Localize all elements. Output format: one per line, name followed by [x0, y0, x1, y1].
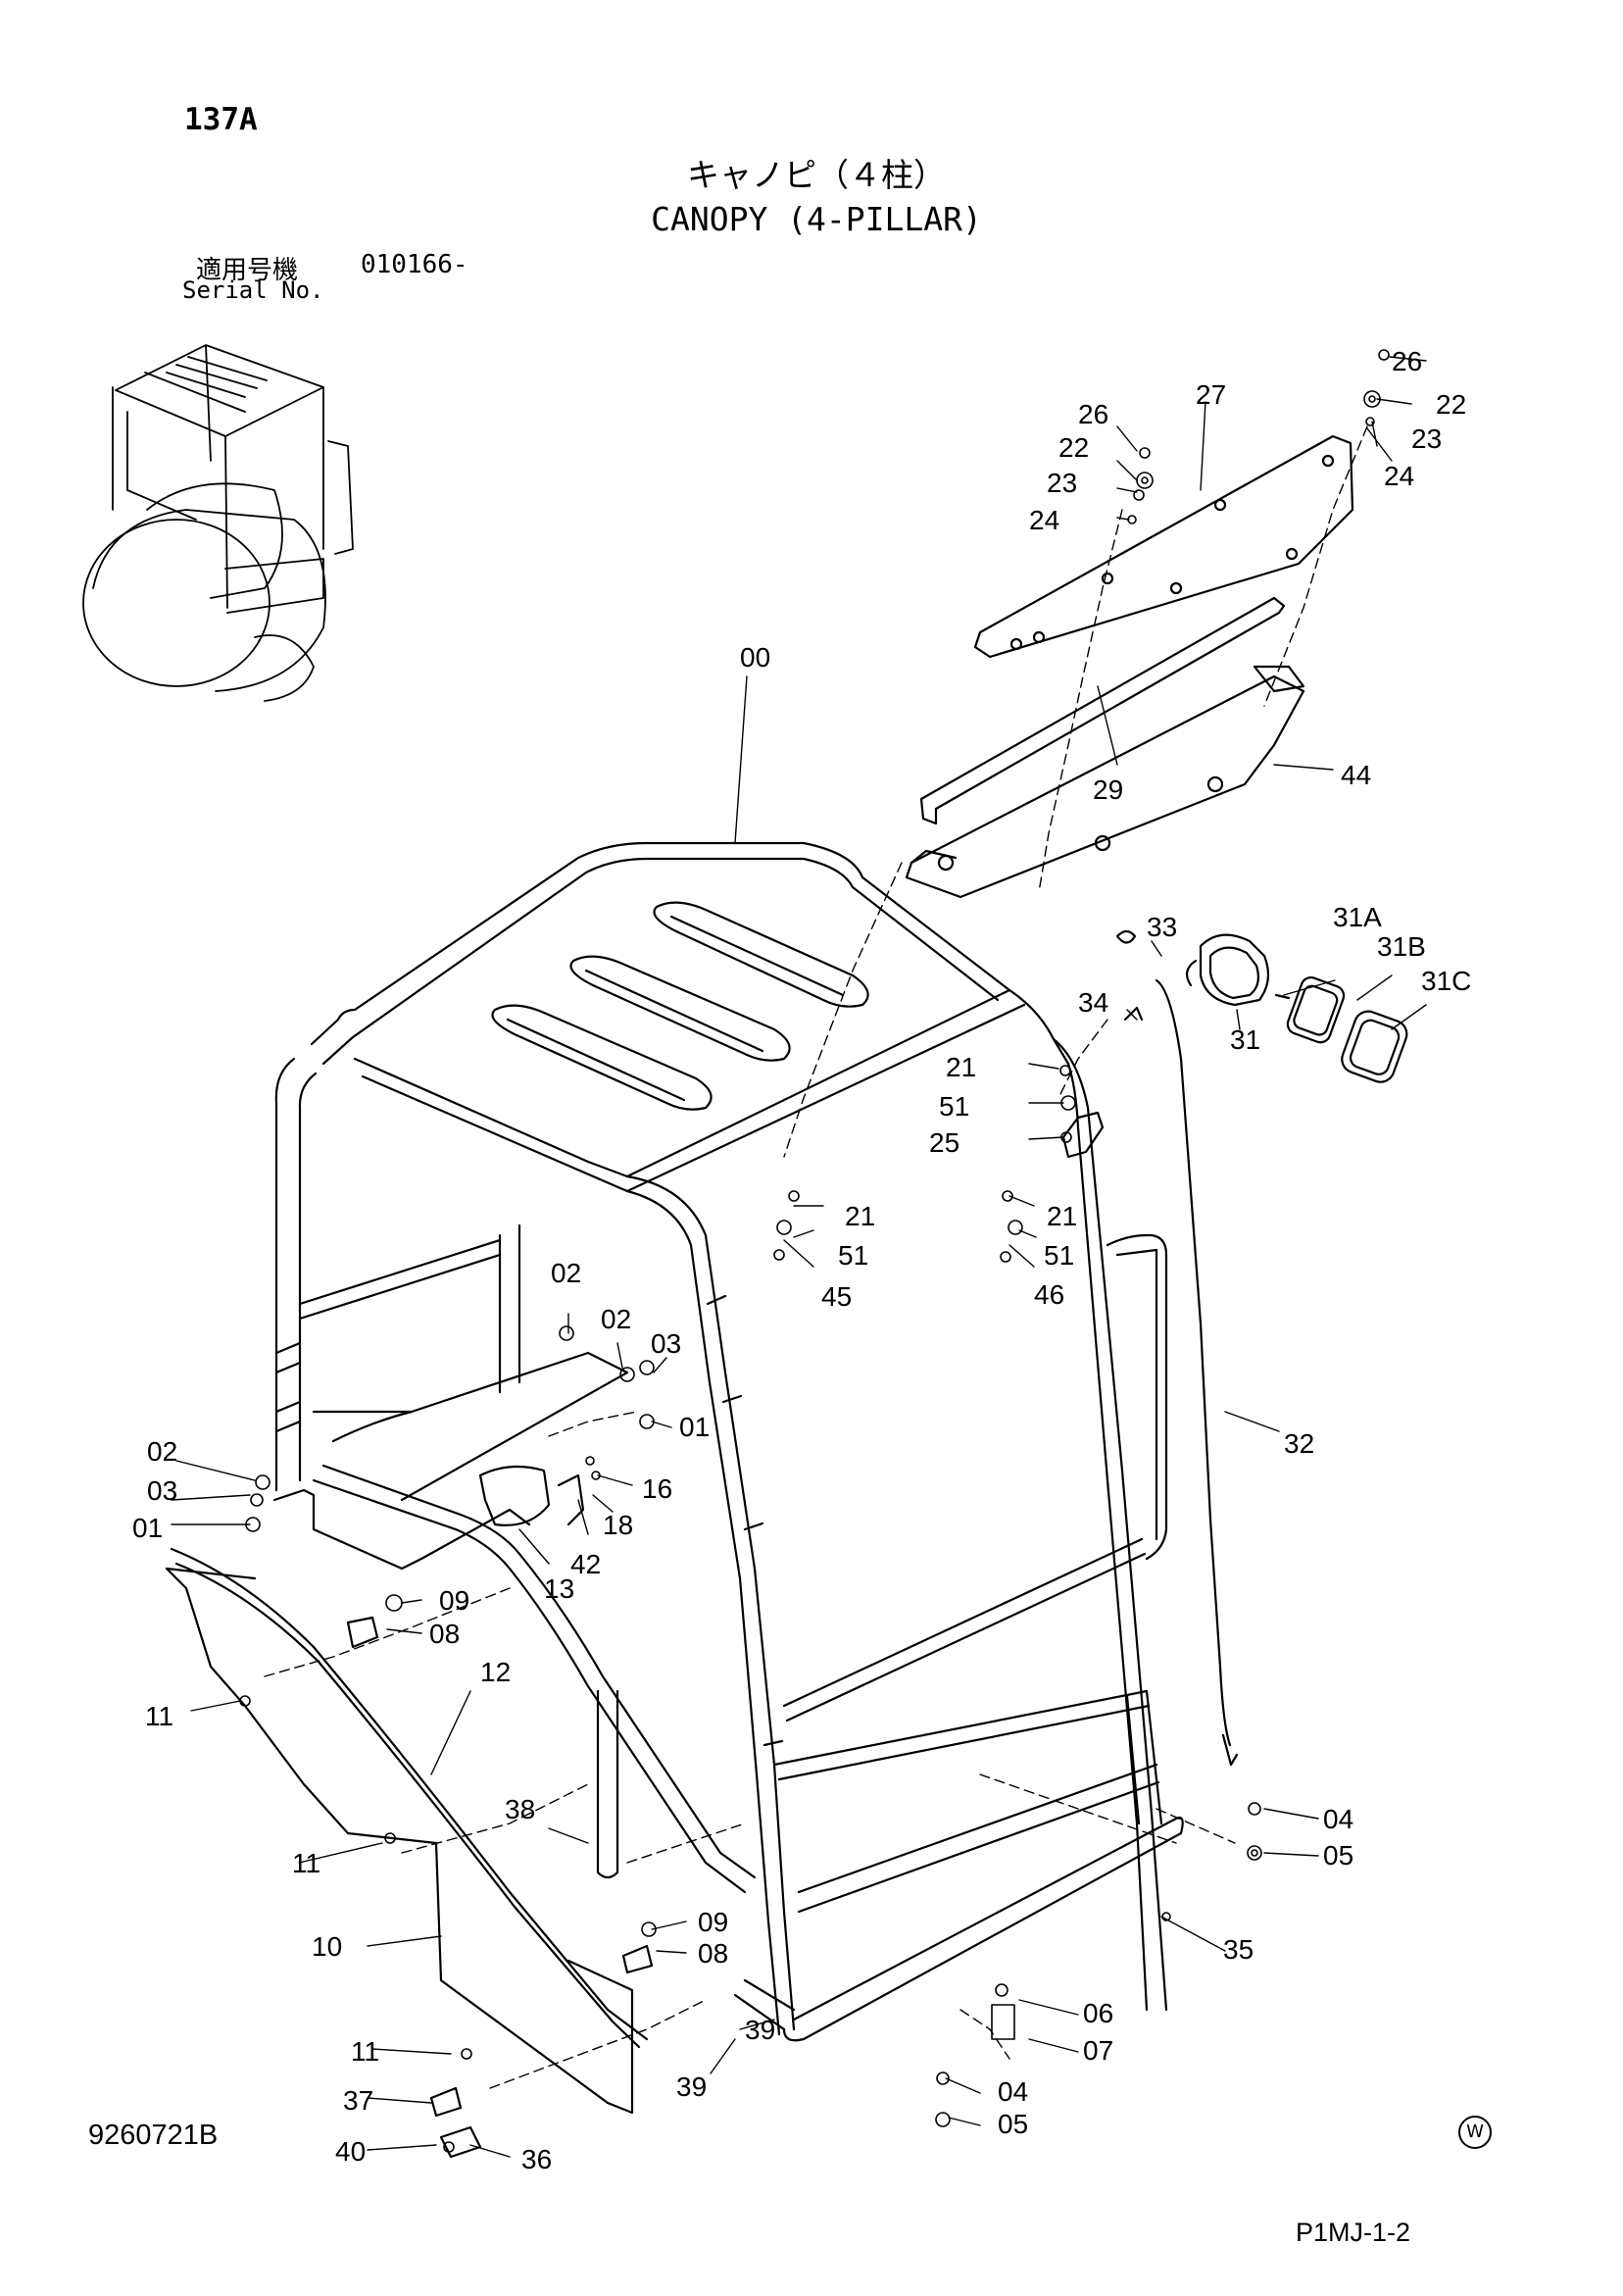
part-label: 21 [946, 1052, 976, 1082]
part-label: 38 [505, 1794, 535, 1824]
title-japanese: キャノピ（４柱） [687, 156, 946, 194]
part-label: 05 [998, 2109, 1028, 2139]
part-label: 46 [1034, 1279, 1064, 1310]
serial-label-english: Serial No. [182, 276, 324, 304]
part-label: 18 [603, 1510, 633, 1540]
title-english: CANOPY (4-PILLAR) [651, 200, 982, 238]
work-light [1061, 929, 1408, 1767]
part-label: 21 [1047, 1201, 1077, 1231]
part-label: 02 [147, 1436, 177, 1467]
fasteners [239, 349, 1390, 2153]
page-code: 137A [184, 102, 258, 137]
part-label: 01 [132, 1513, 163, 1543]
part-label: 45 [821, 1281, 852, 1312]
part-label: 11 [145, 1701, 173, 1731]
part-label: 24 [1384, 461, 1414, 491]
part-label: 31 [1230, 1024, 1260, 1055]
part-label: 51 [1044, 1240, 1074, 1271]
part-label: 23 [1047, 468, 1077, 498]
part-label: 34 [1078, 987, 1108, 1018]
part-label: 42 [570, 1549, 601, 1579]
part-label: 23 [1411, 424, 1442, 454]
part-label: 07 [1083, 2035, 1113, 2066]
part-label: 10 [312, 1931, 342, 1962]
roof-cover-assembly [905, 434, 1354, 899]
part-label: 29 [1093, 774, 1123, 805]
part-label: 00 [740, 642, 770, 673]
part-label: 51 [939, 1091, 969, 1122]
part-label: 06 [1083, 1998, 1113, 2028]
part-label: 39 [676, 2071, 707, 2102]
part-label: 39 [745, 2015, 775, 2045]
page-reference: P1MJ-1-2 [1296, 2218, 1411, 2247]
part-label: 04 [1323, 1804, 1353, 1834]
part-label: 02 [601, 1304, 631, 1334]
part-label: 26 [1392, 346, 1422, 376]
document-number: 9260721B [88, 2120, 219, 2151]
part-label: 24 [1029, 505, 1059, 535]
part-label: 31A [1333, 902, 1382, 932]
part-label: 16 [642, 1473, 672, 1504]
part-label: 40 [335, 2136, 366, 2167]
part-label: 03 [147, 1475, 177, 1506]
part-label: 03 [651, 1328, 681, 1359]
part-label: 35 [1223, 1934, 1254, 1965]
part-label: 08 [698, 1938, 728, 1969]
part-label: 27 [1196, 379, 1226, 410]
circled-w-mark: W [1458, 2116, 1492, 2149]
part-label: 11 [351, 2036, 379, 2067]
part-label: 12 [480, 1657, 511, 1687]
part-label: 31B [1377, 931, 1426, 962]
part-label: 22 [1436, 389, 1466, 420]
part-label: 31C [1421, 966, 1471, 996]
part-label: 36 [521, 2144, 552, 2174]
part-label: 26 [1078, 399, 1108, 429]
part-label: 25 [929, 1127, 959, 1158]
label-leaders [171, 356, 1427, 2158]
left-side-panel [165, 1465, 654, 2159]
part-label: 11 [292, 1848, 320, 1878]
part-label: 08 [429, 1619, 460, 1649]
part-label: 01 [679, 1412, 710, 1442]
part-label: 44 [1341, 760, 1371, 790]
serial-label-japanese: 適用号機 [196, 256, 299, 285]
overview-thumbnail [82, 344, 354, 702]
part-label: 02 [551, 1258, 581, 1288]
part-label: 04 [998, 2076, 1028, 2107]
part-label: 33 [1147, 912, 1177, 942]
part-label: 37 [343, 2085, 373, 2116]
part-label: 21 [845, 1201, 875, 1231]
part-label: 51 [838, 1240, 868, 1271]
part-label: 22 [1058, 432, 1089, 463]
part-label: 13 [544, 1573, 574, 1604]
part-label: 05 [1323, 1840, 1353, 1871]
part-label: 32 [1284, 1428, 1314, 1459]
serial-number-value: 010166- [361, 250, 468, 279]
part-label: 09 [439, 1585, 469, 1616]
canopy-frame [272, 841, 1184, 2042]
dashed-leader-lines [264, 425, 1368, 2089]
part-label: 09 [698, 1907, 728, 1937]
